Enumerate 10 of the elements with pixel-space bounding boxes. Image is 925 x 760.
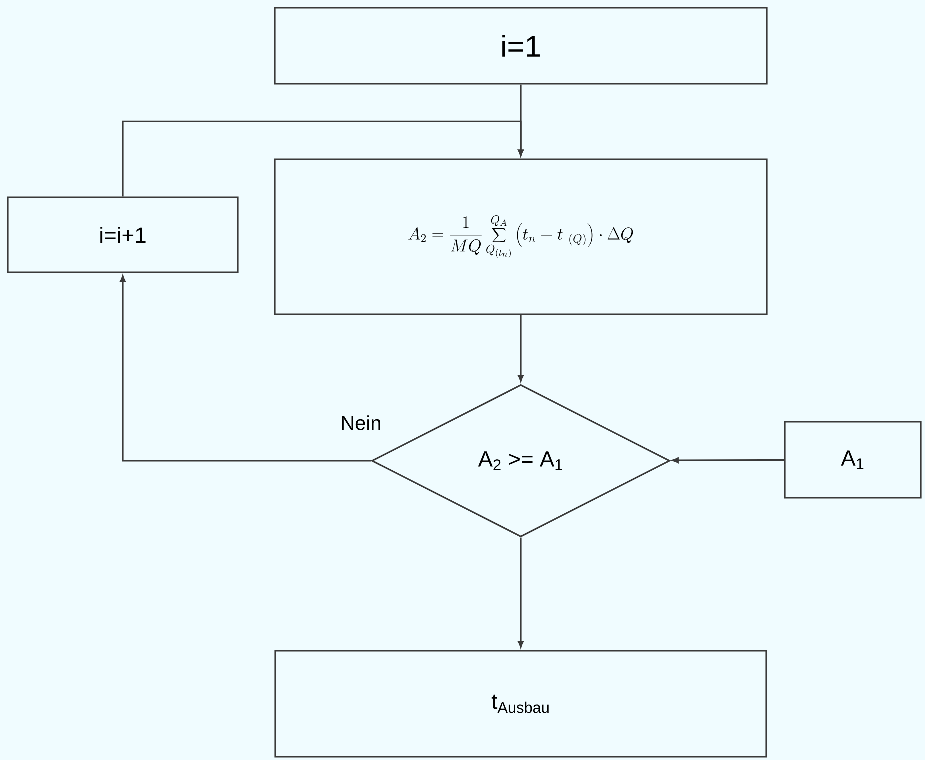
process-box: i=i+1: [7, 196, 239, 274]
arrow: [122, 120, 524, 197]
input-box: A$_{1}$: [784, 421, 922, 499]
arrow: [672, 458, 784, 464]
output-box: t$_{Ausbau}$: [274, 650, 768, 758]
formula-box: $A_2 = \frac{1}{MQ}\sum_{Q_{(t_n)}}^{Q_A}\left(t_n - t_{\ (Q)}\right)\cdot\Delta Q$: [274, 158, 768, 316]
arrow: [120, 276, 372, 462]
arrow: [518, 315, 524, 382]
arrow: [518, 538, 524, 648]
process-box: i=1: [274, 7, 768, 85]
